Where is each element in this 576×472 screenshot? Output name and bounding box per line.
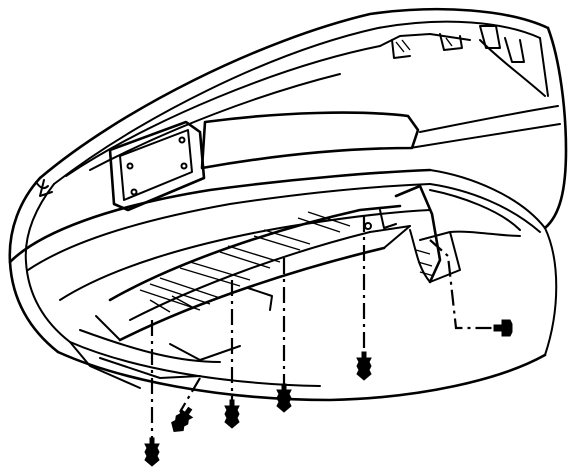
- bumper-fascia: [8, 7, 568, 402]
- leader-line-pin-5: [179, 377, 201, 413]
- push-pin-retainer-icon: [356, 351, 372, 381]
- air-deflector-panel: [69, 204, 411, 389]
- push-pin-retainer-icon: [224, 399, 240, 429]
- leader-line-bolt: [429, 239, 494, 330]
- upper-right-bracket: [379, 25, 525, 63]
- license-plate-bracket: [108, 120, 206, 212]
- push-pin-retainer-icon: [276, 383, 292, 413]
- push-pin-retainer-icon: [171, 406, 194, 433]
- right-side-bracket: [364, 184, 521, 284]
- push-pin-retainer-icon: [144, 437, 160, 467]
- bolt-icon: [493, 319, 513, 337]
- leader-lines: [150, 216, 494, 438]
